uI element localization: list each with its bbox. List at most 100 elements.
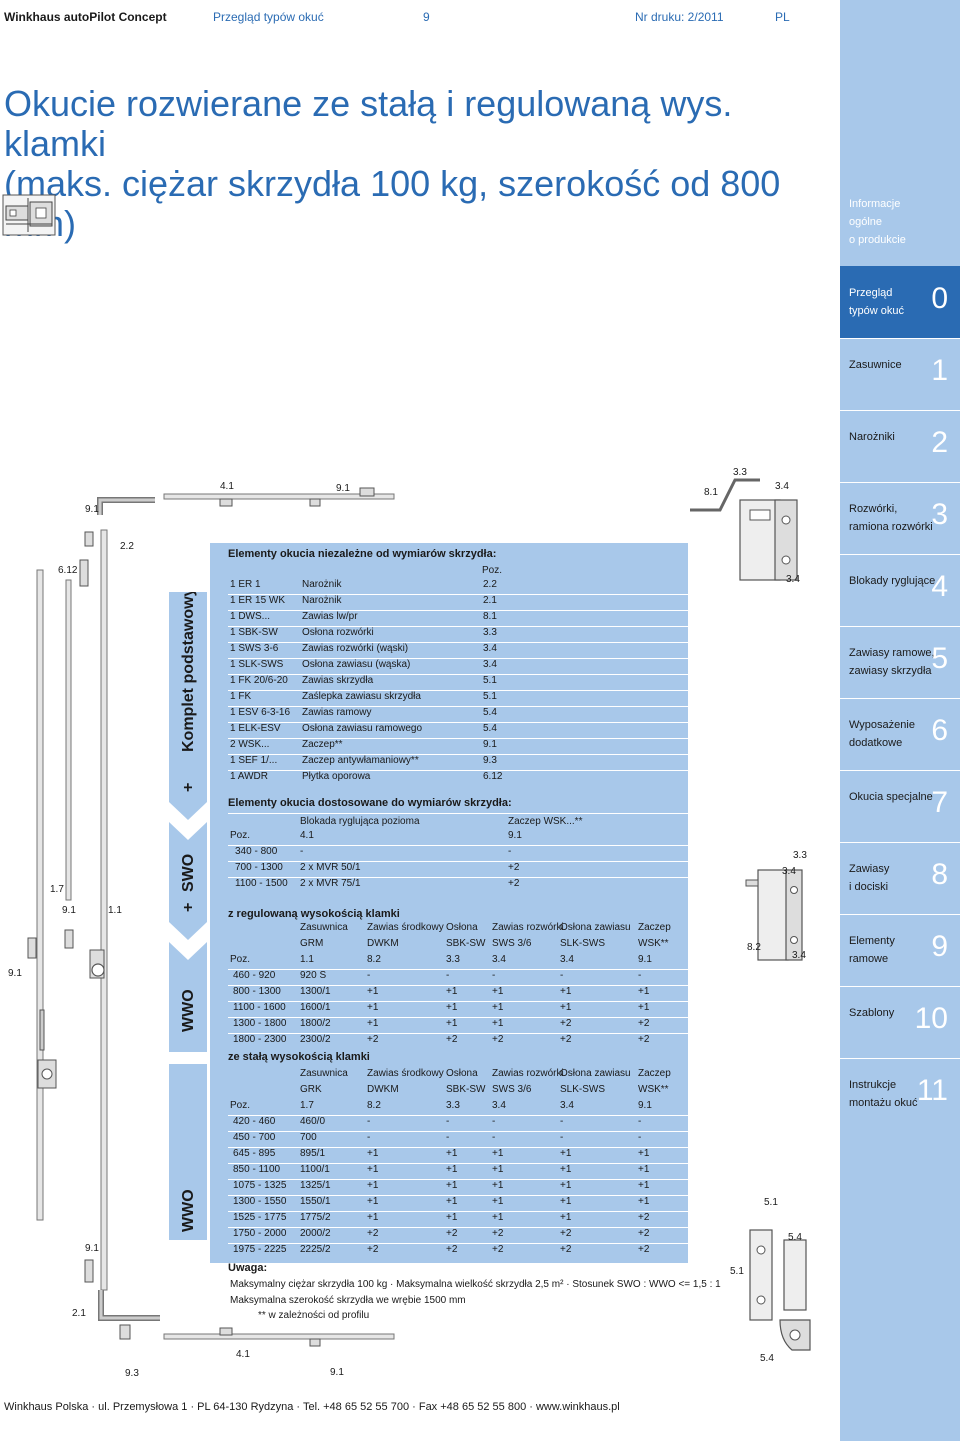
table-cell: +1 xyxy=(560,1180,572,1191)
sidebar-tab-0[interactable]: Informacje ogólne o produkcie xyxy=(840,195,960,265)
poz-label: Poz. xyxy=(230,954,251,965)
table-cell: +1 xyxy=(560,986,572,997)
diagram-label: 9.3 xyxy=(125,1368,139,1379)
sidebar-tab-number: 6 xyxy=(931,714,948,747)
part-position: 9.1 xyxy=(483,739,497,750)
note-heading: Uwaga: xyxy=(228,1262,268,1274)
sidebar-divider xyxy=(840,770,960,771)
sidebar-tab-label: Zawiasy ramowe, zawiasy skrzydła xyxy=(849,647,935,677)
diagram-label: 3.4 xyxy=(786,574,800,585)
table-cell: +2 xyxy=(492,1034,504,1045)
sidebar-divider xyxy=(840,410,960,411)
table-cell: +1 xyxy=(638,1164,650,1175)
part-code: 1 FK 20/6-20 xyxy=(230,675,288,686)
poz-label: Poz. xyxy=(230,1100,251,1111)
part-position: 3.4 xyxy=(483,643,497,654)
column-header: Zawias rozwórki xyxy=(492,922,564,933)
table-cell: - xyxy=(367,1132,371,1143)
column-header: Zawias środkowy xyxy=(367,1068,444,1079)
diagram-label: 9.1 xyxy=(62,905,76,916)
keeper-item: +2 xyxy=(508,862,520,873)
table-cell: +1 xyxy=(560,1148,572,1159)
size-range: 1300 - 1550 xyxy=(233,1196,287,1207)
table-cell: - xyxy=(638,1116,642,1127)
part-code: 1 AWDR xyxy=(230,771,268,782)
page-title-line-2: (maks. ciężar skrzydła 100 kg, szerokość… xyxy=(4,163,781,244)
separator xyxy=(228,754,688,755)
poz-value: 3.4 xyxy=(560,954,574,965)
table-cell: +2 xyxy=(492,1244,504,1255)
sidebar-tab-label: Zawiasy i dociski xyxy=(849,863,890,893)
header-section: Przegląd typów okuć xyxy=(213,10,324,24)
adjustable-heading: z regulowaną wysokością klamki xyxy=(228,908,400,920)
table-cell: +1 xyxy=(446,1148,458,1159)
table-cell: +2 xyxy=(492,1228,504,1239)
column-header: Zawias środkowy xyxy=(367,922,444,933)
sidebar-tab-number: 3 xyxy=(931,498,948,531)
size-range: 700 - 1300 xyxy=(235,862,283,873)
table-cell: +2 xyxy=(638,1228,650,1239)
column-code: GRK xyxy=(300,1084,322,1095)
table-cell: +1 xyxy=(560,1196,572,1207)
parts-table-panel xyxy=(210,543,688,1263)
separator xyxy=(228,722,688,723)
sized-poz1: 4.1 xyxy=(300,830,314,841)
table-cell: +1 xyxy=(492,986,504,997)
diagram-label: 1.7 xyxy=(50,884,64,895)
column-code: DWKM xyxy=(367,1084,399,1095)
poz-value: 3.4 xyxy=(492,1100,506,1111)
sidebar-tab-number: 8 xyxy=(931,858,948,891)
poz-value: 3.4 xyxy=(560,1100,574,1111)
separator xyxy=(228,1243,688,1244)
sidebar-tab-9[interactable]: Zawiasy i dociski 8 xyxy=(840,842,960,914)
table-cell: 1325/1 xyxy=(300,1180,331,1191)
sidebar-tab-number: 11 xyxy=(916,1074,948,1107)
part-code: 1 ER 15 WK xyxy=(230,595,286,606)
separator xyxy=(228,985,688,986)
part-code: 1 DWS... xyxy=(230,611,271,622)
part-name: Osłona rozwórki xyxy=(302,627,374,638)
table-cell: 1600/1 xyxy=(300,1002,331,1013)
header-language: PL xyxy=(775,10,790,24)
separator xyxy=(228,969,688,970)
kit-vertical-labels: Komplet podstawowy + SWO + WWO WWO xyxy=(163,592,207,1240)
column-header: Zaczep xyxy=(638,1068,671,1079)
bottom-hinge-drawing xyxy=(749,1229,811,1351)
diagram-label: 9.1 xyxy=(85,504,99,515)
table-cell: 1300/1 xyxy=(300,986,331,997)
page-footer: Winkhaus Polska · ul. Przemysłowa 1 · PL… xyxy=(4,1401,620,1413)
table-cell: +1 xyxy=(446,986,458,997)
part-name: Osłona zawiasu ramowego xyxy=(302,723,423,734)
middle-hinge-drawing xyxy=(745,869,803,961)
part-name: Płytka oporowa xyxy=(302,771,371,782)
table-cell: 2300/2 xyxy=(300,1034,331,1045)
size-range: 1525 - 1775 xyxy=(233,1212,287,1223)
note-line-3-text: ** w zależności od profilu xyxy=(258,1310,370,1321)
size-range: 340 - 800 xyxy=(235,846,278,857)
poz-value: 9.1 xyxy=(638,1100,652,1111)
sidebar-divider xyxy=(840,1058,960,1059)
sash-hardware-drawing xyxy=(27,497,160,1340)
sidebar-divider xyxy=(840,554,960,555)
column-code: WSK** xyxy=(638,1084,669,1095)
column-code: WSK** xyxy=(638,938,669,949)
sidebar-divider xyxy=(840,482,960,483)
diagram-label: 3.3 xyxy=(793,850,807,861)
table-cell: - xyxy=(560,970,564,981)
separator xyxy=(228,770,688,771)
note-line-1-text: Maksymalny ciężar skrzydła 100 kg · Maks… xyxy=(230,1279,721,1290)
table-cell: +1 xyxy=(560,1164,572,1175)
part-code: 1 SEF 1/... xyxy=(230,755,278,766)
table-cell: 920 S xyxy=(300,970,327,981)
